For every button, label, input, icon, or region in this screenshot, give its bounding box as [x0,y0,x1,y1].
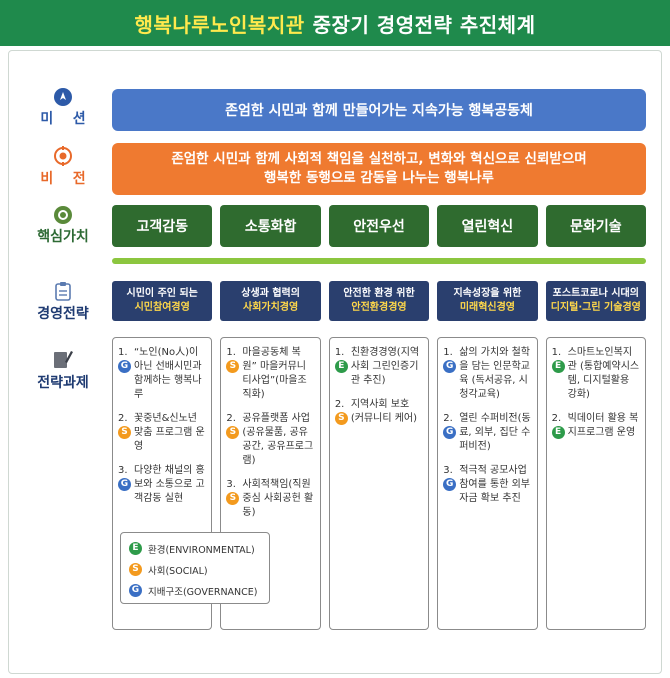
header-title-highlight: 행복나루노인복지관 [134,12,305,37]
governance-tag-icon: G [443,360,457,373]
value-4: 열린혁신 [437,205,538,247]
value-3: 안전우선 [328,205,430,247]
rocket-icon [54,88,72,106]
list-item: 1.G“노인(No人)이 아닌 선배시민과 함께하는 행복나루 [118,347,202,400]
social-tag-icon: S [129,563,142,576]
environmental-tag-icon: E [334,360,348,373]
gear-icon [54,206,72,224]
values-label: 핵심가치 [37,229,89,245]
governance-tag-icon: G [443,426,457,439]
strategy-5-line1: 포스트코로나 시대의 [552,288,639,299]
strategy-label-group: 경영전략 [18,281,108,323]
strategy-4-line1: 지속성장을 위한 [453,288,522,299]
strategy-2-line1: 상생과 협력의 [241,288,300,299]
vision-line-1: 존엄한 시민과 함께 사회적 책임을 실천하고, 변화와 혁신으로 신뢰받으며 [171,151,587,167]
social-tag-icon: S [334,412,348,425]
strategy-1-line2: 시민참여경영 [134,302,190,313]
social-tag-icon: S [226,360,240,373]
tasks-label: 전략과제 [37,375,89,391]
value-1: 고객감동 [112,205,213,247]
mission-text: 존엄한 시민과 함께 만들어가는 지속가능 행복공동체 [225,103,533,119]
governance-tag-icon: G [118,360,131,373]
page-header: 행복나루노인복지관 중장기 경영전략 추진체계 [0,0,670,46]
mission-label-group: 미 션 [18,88,108,128]
values-label-group: 핵심가치 [18,206,108,246]
mission-box: 존엄한 시민과 함께 만들어가는 지속가능 행복공동체 [112,89,646,131]
strategy-2-line2: 사회가치경영 [243,302,299,313]
strategy-3-line1: 안전한 환경 위한 [343,288,415,299]
vision-label: 비 전 [40,171,86,187]
social-tag-icon: S [226,492,240,505]
strategy-5-line2: 디지털·그린 기술경영 [550,302,641,313]
value-2: 소통화합 [220,205,321,247]
clipboard-icon [55,282,71,301]
value-5: 문화기술 [545,205,647,247]
tasks-label-group: 전략과제 [18,348,108,392]
strategy-1-line1: 시민이 주인 되는 [126,288,198,299]
governance-tag-icon: G [443,478,457,491]
vision-box: 존엄한 시민과 함께 사회적 책임을 실천하고, 변화와 혁신으로 신뢰받으며 … [112,143,646,195]
environmental-tag-icon: E [129,542,142,555]
social-tag-icon: S [226,426,240,439]
environmental-tag-icon: E [551,360,565,373]
pen-icon [54,351,73,368]
vision-line-2: 행복한 동행으로 감동을 나누는 행복나루 [264,170,494,186]
mission-label: 미 션 [40,111,86,127]
environmental-tag-icon: E [551,426,565,439]
header-title-rest: 중장기 경영전략 추진체계 [312,12,536,37]
governance-tag-icon: G [129,584,142,597]
divider-bar [112,258,646,264]
vision-label-group: 비 전 [18,146,108,188]
governance-tag-icon: G [118,478,131,491]
strategy-3-line2: 안전환경경영 [351,302,407,313]
target-icon [54,146,72,166]
core-values: 고객감동 소통화합 안전우선 열린혁신 문화기술 [112,205,647,247]
strategy-label: 경영전략 [37,306,89,322]
strategy-4-line2: 미래혁신경영 [459,302,516,313]
social-tag-icon: S [118,426,131,439]
content-frame [8,50,662,674]
